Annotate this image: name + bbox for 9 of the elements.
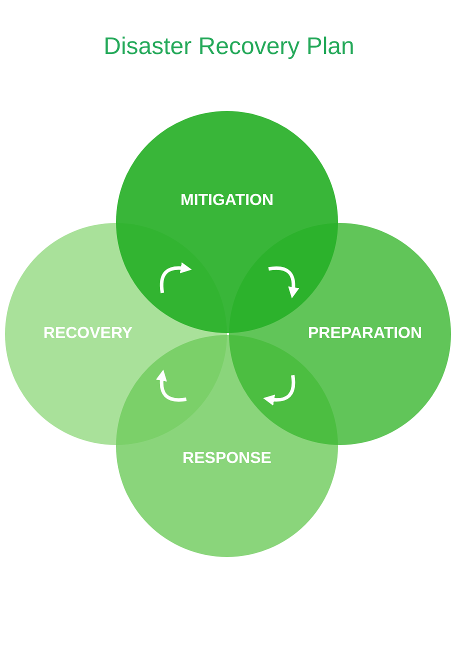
phase-label: RECOVERY bbox=[43, 325, 133, 343]
cycle-arrow bbox=[160, 262, 192, 294]
cycle-arrow bbox=[268, 266, 299, 298]
phase-label: MITIGATION bbox=[180, 192, 274, 210]
title: Disaster Recovery Plan bbox=[102, 33, 356, 61]
cycle-arrow bbox=[263, 374, 296, 406]
cycle-arrow bbox=[156, 370, 187, 402]
phase-label: RESPONSE bbox=[182, 450, 272, 468]
phase-label: PREPARATION bbox=[308, 325, 422, 343]
